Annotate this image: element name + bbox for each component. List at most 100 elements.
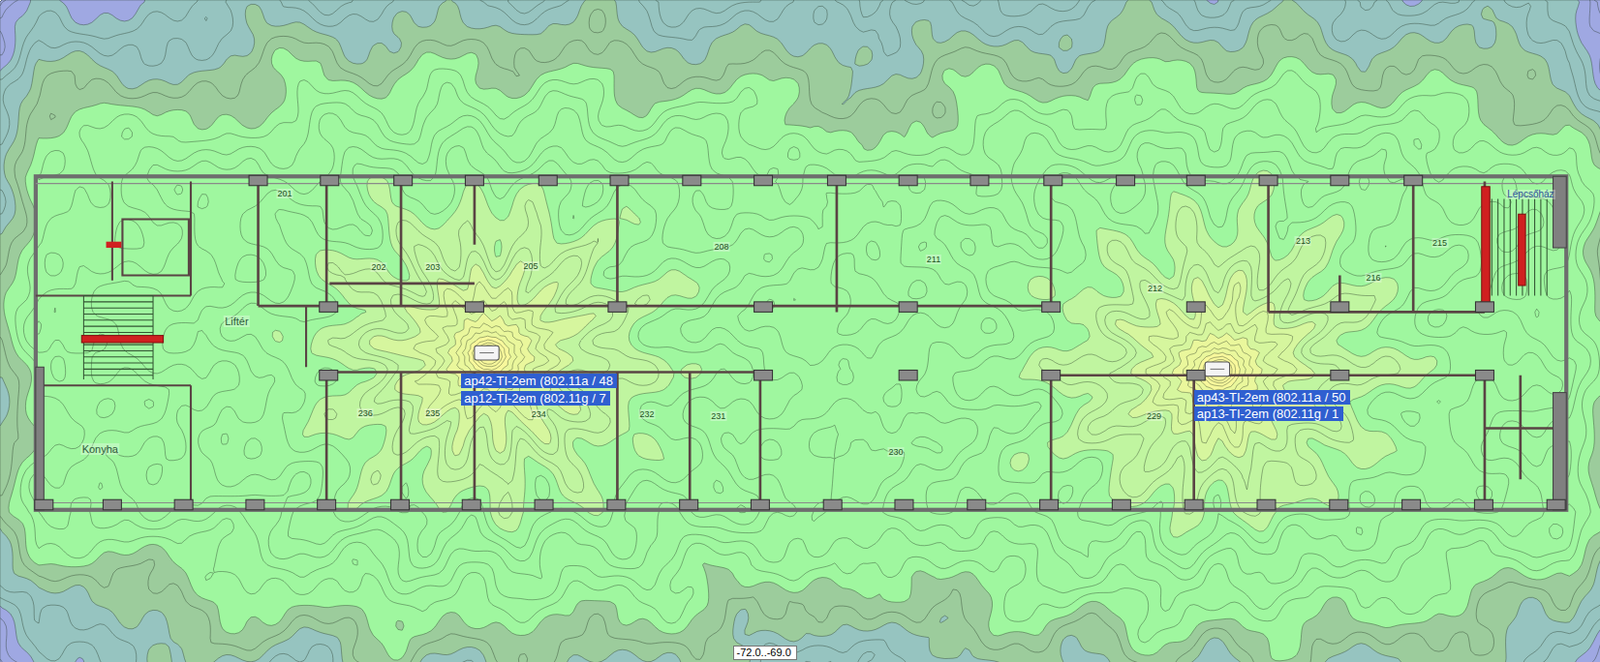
pillar [1259, 175, 1278, 186]
room-number: 234 [530, 409, 548, 420]
wall-block [35, 367, 44, 510]
pillar [34, 499, 54, 511]
pillar [391, 499, 410, 511]
pillar [607, 499, 626, 511]
room-number: 229 [1145, 411, 1163, 422]
pillar [1546, 499, 1566, 511]
window-line [35, 184, 1567, 504]
lift-bar [81, 336, 163, 343]
pillar [1111, 499, 1131, 511]
access-point-label: ap13-TI-2em (802.11g / 1 [1194, 406, 1344, 422]
outer-wall [35, 176, 1567, 511]
pillar [894, 499, 914, 511]
room-number: 202 [369, 262, 387, 273]
room-number: 235 [424, 408, 441, 419]
pillar [1257, 499, 1276, 511]
room-number: 236 [357, 408, 374, 419]
pillar [754, 369, 773, 381]
signal-contour [15, 68, 1600, 644]
node-text: ap43-TI-2em (802.11a / 50 [1197, 390, 1348, 405]
access-point-icon [1210, 369, 1226, 370]
wall-block [1553, 393, 1568, 511]
signal-contour [3, 47, 1600, 661]
room-number: 208 [712, 242, 730, 252]
staircase [1491, 198, 1547, 296]
pillar [898, 369, 918, 381]
access-point-icon [1204, 362, 1230, 377]
pillar [464, 175, 484, 186]
room-name: Liftér [223, 315, 249, 328]
pillar [246, 499, 265, 511]
room-number: 216 [1365, 273, 1383, 283]
pillar [610, 175, 629, 186]
pillar [319, 369, 339, 381]
room-number: 215 [1431, 238, 1448, 248]
access-point-label: ap43-TI-2em (802.11a / 50 [1194, 390, 1351, 405]
lift-bar [1481, 186, 1490, 305]
pillar [1330, 302, 1350, 313]
pillar [1474, 499, 1493, 511]
signal-contour [324, 200, 1401, 520]
access-point-label: ap42-TI-2em (802.11a / 48 [461, 373, 617, 389]
signal-contour [446, 312, 1262, 411]
pillar [1186, 369, 1205, 381]
node-text: ap42-TI-2em (802.11a / 48 [463, 373, 615, 389]
room-number: 213 [1294, 236, 1312, 247]
signal-contour [34, 108, 1576, 585]
signal-contour [272, 170, 1438, 538]
pillar [248, 175, 268, 186]
pillar [317, 499, 337, 511]
signal-contour [369, 261, 1318, 462]
room-wall [35, 182, 307, 506]
value-range-box: -72.0..-69.0 [733, 646, 798, 661]
room-wall [258, 182, 1485, 313]
pillar [461, 499, 481, 511]
room-number: 205 [522, 261, 539, 272]
signal-contour [219, 146, 1492, 558]
pillar [898, 302, 918, 313]
pillar [1330, 369, 1350, 381]
pillar [827, 175, 846, 186]
node-text: -72.0..-69.0 [737, 646, 794, 660]
access-point-icon [474, 345, 499, 361]
floor-plan [34, 175, 1567, 511]
signal-contour [461, 331, 1246, 397]
pillar [1042, 369, 1061, 381]
signal-contour [0, 8, 1600, 662]
pillar [1116, 175, 1136, 186]
pillar [898, 175, 918, 186]
corridor-wall [258, 306, 1485, 376]
room-number: 201 [276, 188, 293, 199]
node-text: ap13-TI-2em (802.11g / 1 [1197, 406, 1341, 422]
room-number: 203 [424, 262, 441, 273]
pillar [608, 302, 627, 313]
signal-contour [23, 82, 1591, 612]
pillar [1186, 302, 1205, 313]
pillar [1330, 175, 1350, 186]
lift-bar [1518, 214, 1526, 286]
pillar [754, 175, 773, 186]
pillar [534, 499, 554, 511]
pillar [1402, 499, 1421, 511]
pillar [1475, 302, 1494, 313]
pillar [538, 175, 557, 186]
pillar [1042, 302, 1061, 313]
pillar [1329, 499, 1349, 511]
room-name: Konyha [81, 443, 120, 456]
pillar [970, 175, 989, 186]
pillar [1044, 175, 1063, 186]
access-point-icon [479, 352, 494, 354]
